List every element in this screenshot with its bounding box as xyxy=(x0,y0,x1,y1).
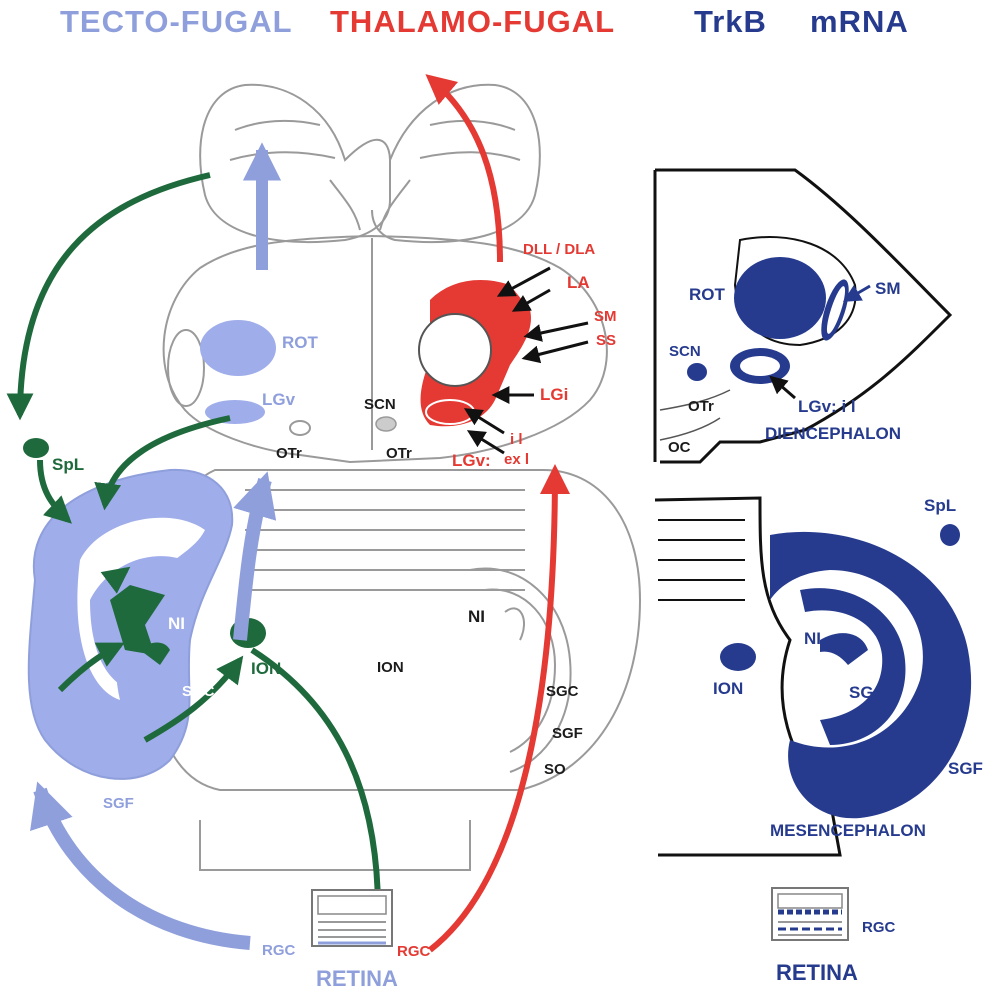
label-ion-right-section: ION xyxy=(713,680,743,697)
label-scn: SCN xyxy=(364,397,396,412)
label-rgc-center: RGC xyxy=(397,944,430,959)
mesencephalon-section xyxy=(655,498,971,855)
label-otr-right-section: OTr xyxy=(688,399,714,414)
label-ni-left: NI xyxy=(168,615,185,632)
label-scn-right: SCN xyxy=(669,344,701,359)
label-retina-right: RETINA xyxy=(776,962,858,984)
rot-nucleus xyxy=(200,320,276,376)
label-lgv-il: LGv: i l xyxy=(798,398,856,415)
label-rgc-right: RGC xyxy=(862,920,895,935)
label-ion-center: ION xyxy=(377,660,404,675)
label-sgf-right: SGF xyxy=(552,726,583,741)
label-so: SO xyxy=(544,762,566,777)
diencephalon-section xyxy=(655,170,950,462)
title-mrna: mRNA xyxy=(810,6,909,37)
label-rot: ROT xyxy=(282,334,318,351)
scn-nucleus xyxy=(376,417,396,431)
label-ni-right-section: NI xyxy=(804,630,821,647)
label-diencephalon: DIENCEPHALON xyxy=(765,425,901,442)
label-spl-right: SpL xyxy=(924,497,956,514)
thalamofugal-arrows xyxy=(430,78,555,950)
title-trkb: TrkB xyxy=(694,6,767,37)
label-retina-center: RETINA xyxy=(316,968,398,990)
optic-tectum-left xyxy=(29,470,232,779)
label-lgv: LGv xyxy=(262,391,295,408)
label-sgc-right: SGC xyxy=(546,684,579,699)
spl-nucleus xyxy=(23,438,49,458)
label-ion-left: ION xyxy=(251,660,281,677)
label-lgi: LGi xyxy=(540,386,568,403)
label-ss: SS xyxy=(596,333,616,348)
label-oc: OC xyxy=(668,440,691,455)
label-otr-right: OTr xyxy=(386,446,412,461)
label-mesencephalon: MESENCEPHALON xyxy=(770,822,926,839)
label-exl: ex l xyxy=(504,452,529,467)
title-tectofugal: TECTO-FUGAL xyxy=(60,6,293,37)
label-lgv-colon: LGv: xyxy=(452,452,491,469)
retina-icon-center xyxy=(312,890,392,946)
title-thalamofugal: THALAMO-FUGAL xyxy=(330,6,615,37)
label-ni-right: NI xyxy=(468,608,485,625)
label-dll-dla: DLL / DLA xyxy=(523,242,595,257)
label-sgc-right-section: SGC xyxy=(849,684,886,701)
retina-icon-right xyxy=(772,888,848,940)
label-sm-right: SM xyxy=(875,280,901,297)
label-la: LA xyxy=(567,274,590,291)
label-sgc-left: SGC xyxy=(182,684,215,699)
label-rgc-left: RGC xyxy=(262,943,295,958)
label-otr-left: OTr xyxy=(276,446,302,461)
label-rot-right: ROT xyxy=(689,286,725,303)
label-il: i l xyxy=(510,432,523,447)
label-sgf-left: SGF xyxy=(103,796,134,811)
thalamic-nuclei xyxy=(419,280,531,426)
label-spl: SpL xyxy=(52,456,84,473)
label-sm: SM xyxy=(594,309,617,324)
label-sgf-right-section: SGF xyxy=(948,760,983,777)
